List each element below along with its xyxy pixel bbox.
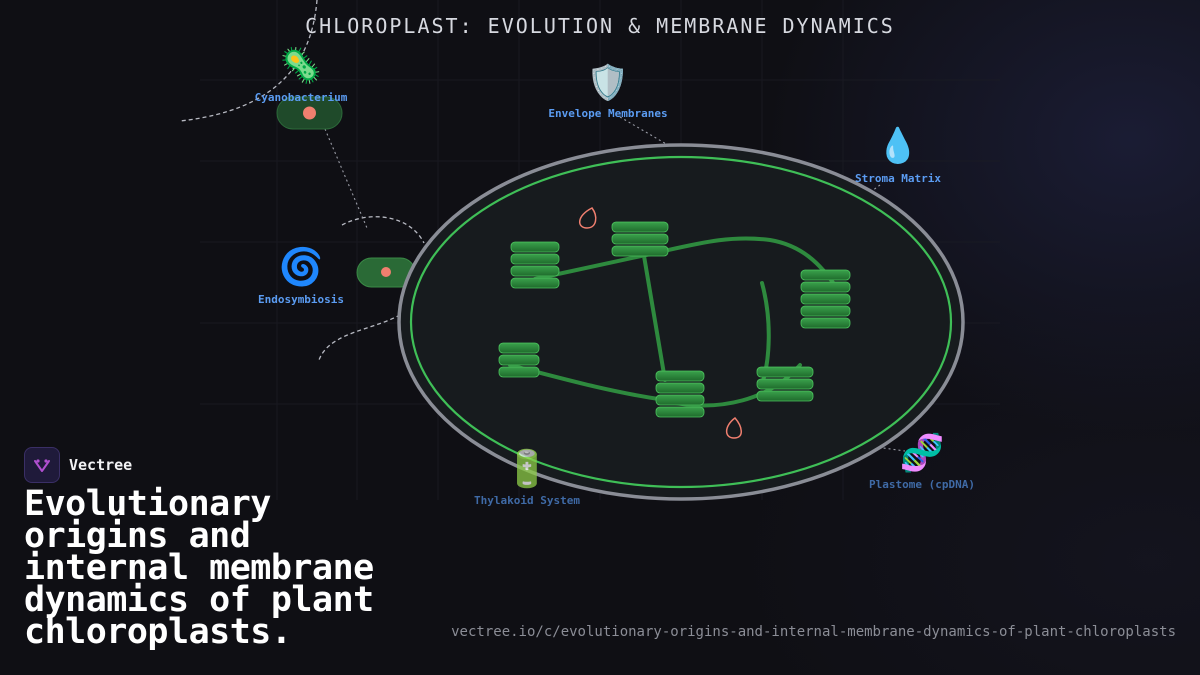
- endosymbiont-cell: [356, 257, 416, 288]
- cyclone-icon: 🌀: [278, 247, 324, 288]
- outer-membrane: [397, 143, 965, 501]
- envelope-membranes-label: Envelope Membranes: [548, 107, 668, 120]
- microbe-icon: 🦠: [279, 46, 323, 86]
- grana-stacks: [498, 221, 851, 418]
- granum: [800, 269, 851, 329]
- granum: [655, 370, 705, 418]
- granum: [498, 342, 540, 378]
- stroma-matrix-label: Stroma Matrix: [854, 172, 942, 185]
- vectree-logo-icon: [24, 447, 60, 483]
- chloroplast-body: [397, 143, 965, 501]
- granum: [510, 241, 560, 289]
- granum: [756, 366, 814, 402]
- droplet-icon: 💧: [876, 126, 920, 166]
- granum: [611, 221, 669, 257]
- dna-icon: 🧬: [899, 433, 945, 474]
- page-url[interactable]: vectree.io/c/evolutionary-origins-and-in…: [451, 624, 1176, 640]
- brand[interactable]: Vectree: [24, 447, 132, 483]
- brand-name: Vectree: [69, 456, 133, 474]
- plastome-label: Plastome (cpDNA): [869, 478, 975, 491]
- thylakoid-system-label: Thylakoid System: [474, 494, 580, 507]
- diagram-title: CHLOROPLAST: EVOLUTION & MEMBRANE DYNAMI…: [305, 14, 895, 38]
- battery-icon: 🔋: [504, 449, 550, 490]
- cyanobacterium-cell: [276, 96, 343, 130]
- headline: Evolutionary origins and internal membra…: [24, 484, 374, 652]
- inner-membrane: [409, 155, 953, 489]
- cyanobacterium-label: Cyanobacterium: [254, 91, 348, 104]
- endosymbiosis-label: Endosymbiosis: [257, 293, 345, 306]
- plastoglobules: [579, 207, 742, 439]
- shield-icon: 🛡️: [586, 63, 630, 103]
- evolution-path: [179, 0, 425, 361]
